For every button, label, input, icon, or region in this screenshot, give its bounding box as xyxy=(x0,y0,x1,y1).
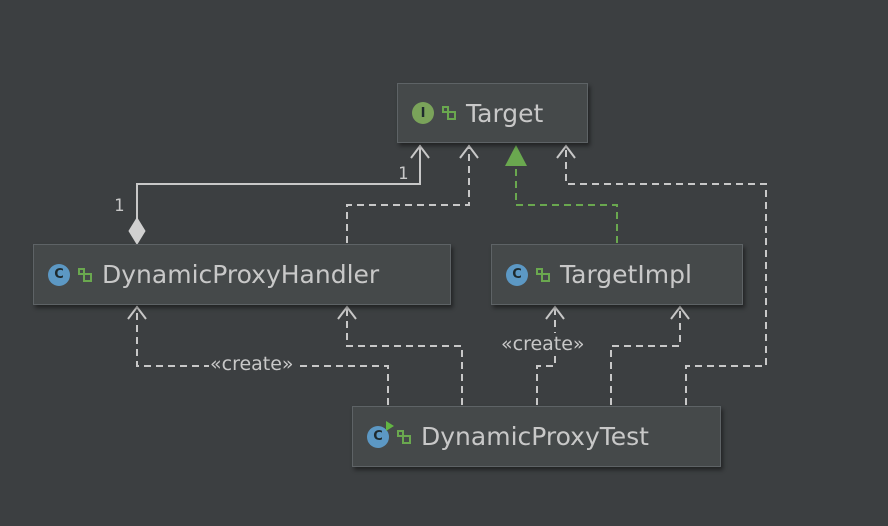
dependency-handler-target-edge[interactable] xyxy=(346,144,479,243)
realization-edge[interactable] xyxy=(505,145,618,243)
multiplicity-target: 1 xyxy=(398,164,409,184)
badge-letter: C xyxy=(373,429,383,444)
interface-icon: I xyxy=(412,102,434,124)
public-visibility-icon xyxy=(536,267,550,282)
public-visibility-icon xyxy=(442,106,456,120)
class-icon: C xyxy=(506,263,528,286)
node-name: DynamicProxyTest xyxy=(421,422,649,451)
target-interface-node[interactable]: I Target xyxy=(397,83,588,143)
realization-triangle xyxy=(505,145,527,166)
node-name: DynamicProxyHandler xyxy=(102,260,380,289)
multiplicity-handler: 1 xyxy=(114,196,125,216)
public-visibility-icon xyxy=(78,267,92,282)
aggregation-edge[interactable] xyxy=(128,144,430,245)
create-handler-label: «create» xyxy=(209,353,295,375)
target-impl-node[interactable]: C TargetImpl xyxy=(491,244,743,305)
dynamic-proxy-test-node[interactable]: C DynamicProxyTest xyxy=(352,406,721,467)
node-name: TargetImpl xyxy=(560,260,692,289)
create-impl-label: «create» xyxy=(500,333,586,355)
dependency-test-handler-edge[interactable] xyxy=(337,305,463,405)
runnable-class-icon: C xyxy=(367,420,394,448)
dynamic-proxy-handler-node[interactable]: C DynamicProxyHandler xyxy=(33,244,451,305)
create-impl-edge[interactable] xyxy=(536,305,565,405)
aggregation-diamond xyxy=(128,217,146,245)
run-marker-icon xyxy=(386,420,394,431)
dependency-test-impl-edge[interactable] xyxy=(610,305,690,405)
node-name: Target xyxy=(466,98,544,128)
class-icon: C xyxy=(48,263,70,286)
create-handler-edge[interactable] xyxy=(127,305,389,405)
dependency-test-target-edge[interactable] xyxy=(556,144,767,405)
public-visibility-icon xyxy=(397,429,411,444)
